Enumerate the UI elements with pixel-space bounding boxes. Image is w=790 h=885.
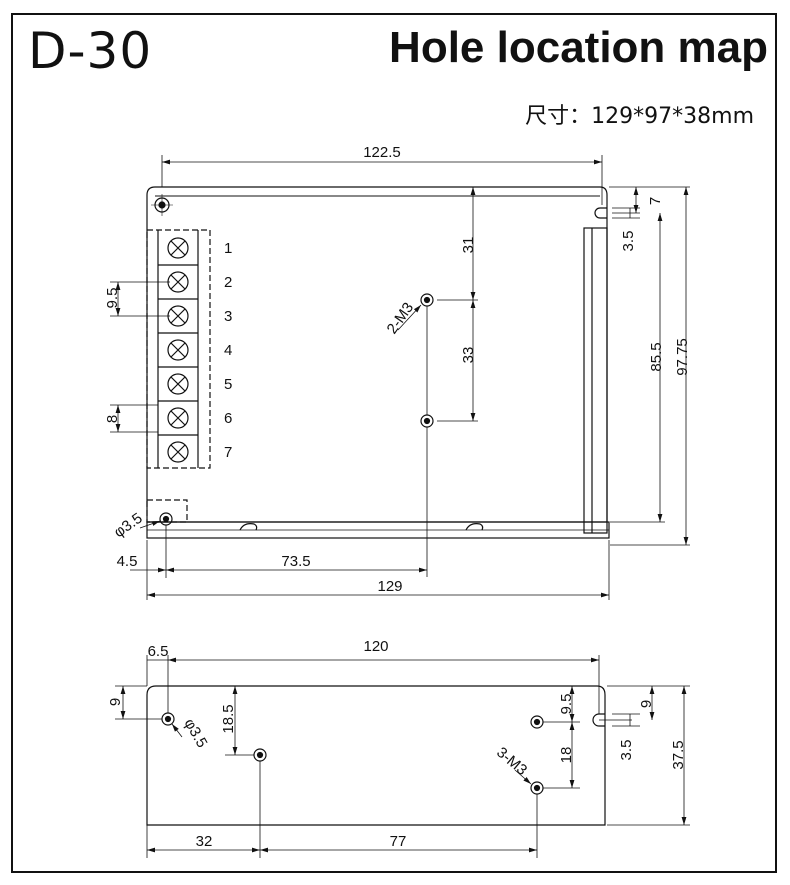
terminal-screw-6	[167, 407, 189, 429]
side-hole-phi	[161, 712, 175, 726]
terminal-label-7: 7	[224, 444, 232, 461]
dim-9-left: 9	[107, 698, 124, 706]
dim-4-5: 4.5	[117, 553, 138, 570]
side-hole-m3-c	[530, 781, 544, 795]
terminal-screw-5	[167, 373, 189, 395]
terminal-screw-2	[167, 271, 189, 293]
label-3m3: 3-M3	[493, 744, 530, 779]
top-view-outline	[146, 186, 608, 523]
terminal-label-1: 1	[224, 240, 232, 257]
foot-right	[465, 523, 484, 531]
dim-18: 18	[558, 747, 575, 764]
dim-97-75: 97.75	[674, 338, 691, 376]
dim-85-5: 85.5	[648, 342, 665, 371]
dim-120: 120	[363, 638, 388, 655]
label-2m3: 2-M3	[384, 299, 418, 337]
terminal-label-4: 4	[224, 342, 232, 359]
side-hole-m3-a	[253, 748, 267, 762]
terminal-screw-4	[167, 339, 189, 361]
model-name: D-30	[28, 22, 153, 80]
terminal-block	[146, 229, 211, 469]
terminal-screw-7	[167, 441, 189, 463]
bottom-left-hole-area	[146, 499, 188, 523]
dim-phi-side: φ3.5	[181, 716, 211, 751]
leader-phi-side	[171, 723, 183, 738]
dim-77: 77	[390, 833, 407, 850]
dim-3-5-top: 3.5	[620, 231, 637, 252]
side-view	[115, 655, 690, 858]
dim-7: 7	[647, 197, 664, 205]
terminal-label-3: 3	[224, 308, 232, 325]
side-right-slot	[592, 713, 605, 727]
leader-3m3	[514, 769, 532, 785]
top-right-slot	[594, 207, 607, 219]
top-view	[110, 155, 690, 600]
terminal-label-2: 2	[224, 274, 232, 291]
dim-phi-top: φ3.5	[111, 510, 146, 541]
dim-9-right: 9	[638, 700, 655, 708]
page-title: Hole location map	[389, 23, 768, 72]
leader-2m3	[397, 304, 422, 331]
dim-31: 31	[460, 237, 477, 254]
side-hole-m3-b	[530, 715, 544, 729]
terminal-label-5: 5	[224, 376, 232, 393]
dim-129: 129	[377, 578, 402, 595]
side-view-outline	[146, 685, 606, 826]
terminal-label-6: 6	[224, 410, 232, 427]
terminal-screw-1	[167, 237, 189, 259]
dim-9-5-top: 9.5	[104, 288, 121, 309]
dim-33: 33	[460, 347, 477, 364]
dim-8: 8	[104, 415, 121, 423]
dim-73-5: 73.5	[281, 553, 310, 570]
size-label: 尺寸：129*97*38mm	[525, 104, 754, 129]
leader-phi-top	[139, 520, 161, 529]
dim-18-5: 18.5	[220, 704, 237, 733]
terminal-screw-3	[167, 305, 189, 327]
foot-left	[239, 523, 258, 531]
dim-9-5-side: 9.5	[558, 694, 575, 715]
dim-6-5: 6.5	[148, 643, 169, 660]
drawing-frame	[11, 13, 777, 873]
dim-3-5-side: 3.5	[618, 740, 635, 761]
dim-32: 32	[196, 833, 213, 850]
dim-122-5: 122.5	[363, 144, 401, 161]
side-fin	[583, 227, 608, 534]
dim-37-5: 37.5	[670, 740, 687, 769]
